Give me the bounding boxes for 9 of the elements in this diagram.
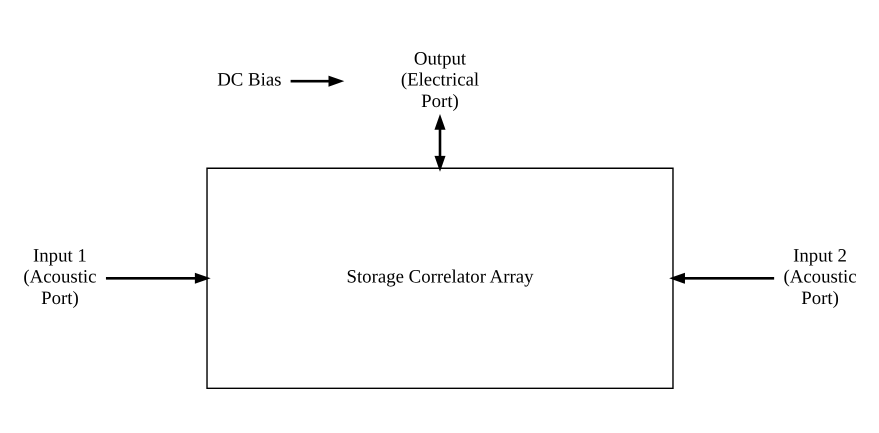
arrow [668, 272, 774, 284]
node-text: Input 1 (Acoustic Port) [22, 246, 96, 309]
arrow [105, 272, 210, 284]
node-box: Storage Correlator Array [206, 168, 674, 389]
node-text: DC Bias [216, 70, 282, 91]
node-text: Output (Electrical Port) [400, 48, 479, 112]
node-text: Input 2 (Acoustic Port) [782, 246, 856, 309]
arrow [434, 114, 446, 172]
arrow [290, 76, 344, 87]
